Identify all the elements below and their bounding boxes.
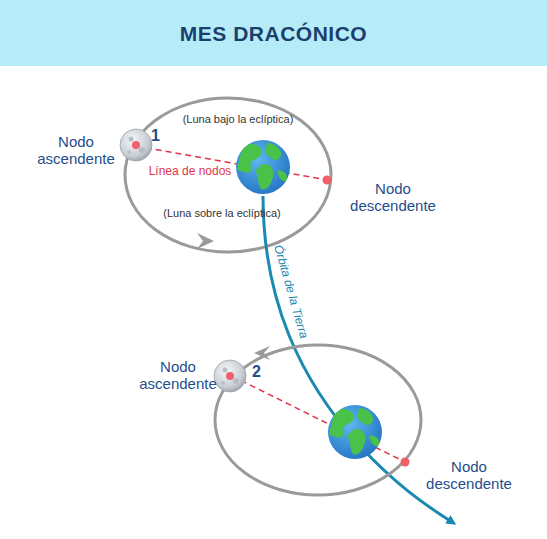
earth <box>236 140 290 194</box>
node-label: Nodo ascendente <box>28 133 124 168</box>
callout-number: 1 <box>151 127 160 145</box>
node-dot <box>323 176 332 185</box>
line-of-nodes <box>136 146 327 180</box>
node-dot <box>401 458 410 467</box>
line-label: Línea de nodos <box>147 165 234 179</box>
moon <box>120 129 152 161</box>
earth <box>328 405 382 459</box>
node-label: Nodo ascendente <box>130 358 226 393</box>
note: (Luna bajo la eclíptica) <box>183 113 294 126</box>
title: MES DRACÓNICO <box>0 22 547 46</box>
node-dot <box>132 141 140 149</box>
note: (Luna sobre la eclíptica) <box>163 207 280 220</box>
node-label: Nodo descendente <box>414 458 524 493</box>
node-dot <box>226 372 234 380</box>
line-of-nodes <box>232 376 405 462</box>
earth-orbit <box>263 196 452 522</box>
moon <box>214 360 246 392</box>
orbit-direction-arrow <box>254 346 270 360</box>
lunar-orbit <box>125 98 331 252</box>
title-bar <box>0 0 547 66</box>
orbit-direction-arrow <box>197 233 214 249</box>
node-label: Nodo descendente <box>338 180 448 215</box>
lunar-orbit <box>215 345 421 495</box>
callout-number: 2 <box>252 363 261 381</box>
